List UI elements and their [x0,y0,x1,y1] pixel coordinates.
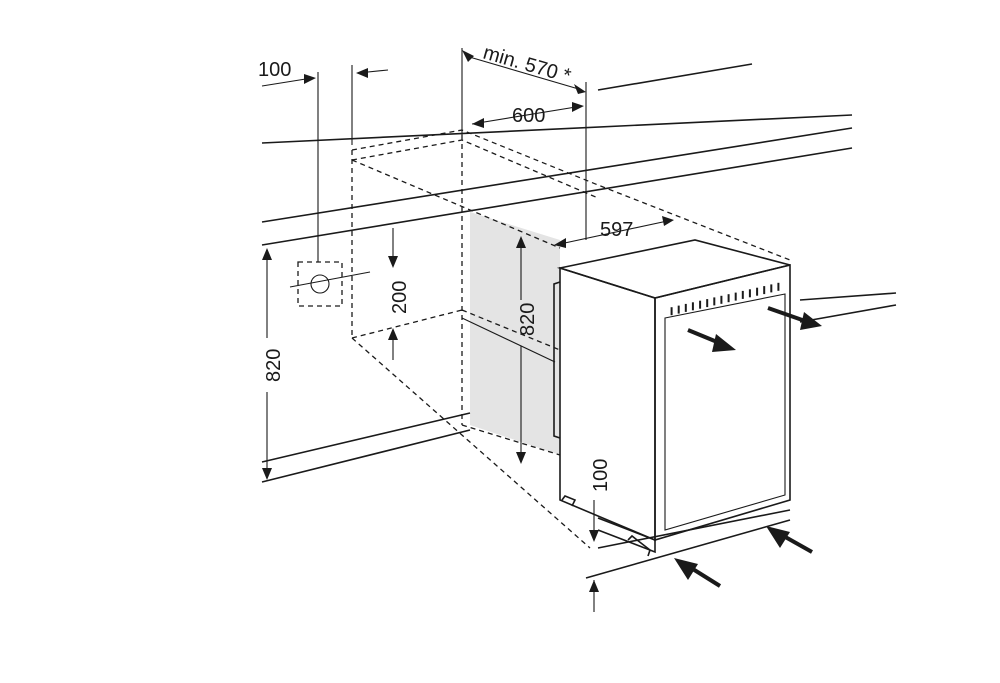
arrowheads [262,50,674,592]
socket [289,261,371,307]
label-socket-offset-100: 100 [258,59,291,81]
airflow-in-arrow-right [766,526,813,554]
label-socket-height-200: 200 [389,281,411,314]
label-appliance-height-820: 820 [517,303,539,336]
niche-shading [470,212,560,455]
label-appliance-depth-597: 597 [600,219,633,241]
countertop-lines [261,63,897,323]
niche-outline [351,129,791,549]
airflow-out-arrow-left [687,328,736,352]
ventilation-grille [670,282,780,316]
appliance [553,239,791,557]
label-niche-height-820: 820 [263,349,285,382]
label-niche-depth-min: min. 570 * [481,42,574,88]
airflow-out-arrow-right [767,306,822,330]
label-plinth-height-100: 100 [590,459,612,492]
dimension-lines [261,48,673,612]
label-depth-600: 600 [512,105,545,127]
airflow-arrows [674,306,822,588]
airflow-in-arrow-left [674,558,722,588]
